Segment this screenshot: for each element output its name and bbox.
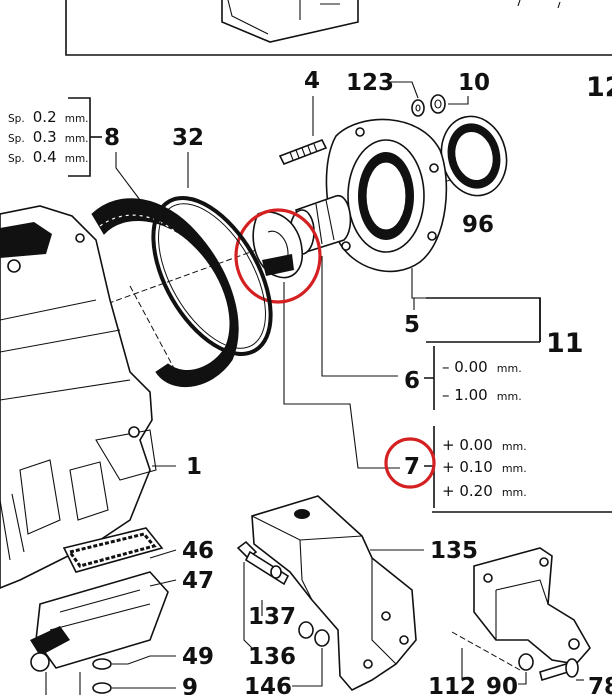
label-136: 136 [248,644,296,670]
label-137: 137 [248,604,296,630]
mount-bracket-135: 135 [251,495,478,691]
shim-7-row-1: + 0.00 mm. [442,435,527,454]
o-ring-32 [151,196,273,356]
label-135: 135 [430,538,478,564]
label-49: 49 [182,644,214,670]
label-123: 123 [346,70,394,96]
cover-flange-5: 5 [325,118,448,338]
bolt-washer-90-78: 90 78 [486,653,612,695]
label-8: 8 [104,125,120,151]
label-12: 12 [586,72,612,103]
shim-6-row-1: – 0.00 mm. [442,357,522,376]
shim-6-row-2: – 1.00 mm. [442,385,522,404]
gasket-8 [91,198,239,388]
label-96: 96 [462,212,494,238]
shim-8-spec: Sp. 0.2 mm. Sp. 0.3 mm. Sp. 0.4 mm. 8 [8,97,141,201]
label-1: 1 [186,454,202,480]
sump-46-47: 46 47 [30,527,214,669]
label-9: 9 [182,675,198,695]
label-90: 90 [486,674,518,695]
label-4: 4 [304,68,320,94]
oil-seal-96: 96 [440,115,508,238]
shim-washer-7: 7 + 0.00 mm. + 0.10 mm. + 0.20 mm. [252,211,527,508]
shim-8-row-3: Sp. 0.4 mm. [8,147,89,166]
highlight-circle-label-7 [384,437,436,489]
label-46: 46 [182,538,214,564]
shim-8-row-2: Sp. 0.3 mm. [8,127,89,146]
drain-plug-49-9: 49 9 [30,644,214,695]
support-bracket-112: 112 [428,547,591,695]
group-11-bracket: 11 [426,297,584,359]
bolts-137-136-146: 137 136 146 [236,540,330,695]
shim-7-row-2: + 0.10 mm. [442,457,527,476]
shim-8-row-1: Sp. 0.2 mm. [8,107,89,126]
label-6: 6 [404,368,420,394]
top-frame: 12 [65,0,612,103]
label-7: 7 [404,454,420,480]
label-112: 112 [428,674,476,695]
washer-nut-123-10: 123 10 [346,70,490,117]
highlight-circle-part-7 [234,208,322,304]
housing-1: 1 [0,205,202,589]
label-47: 47 [182,568,214,594]
shim-7-row-3: + 0.20 mm. [442,481,527,500]
label-146: 146 [244,674,292,695]
stud-4: 4 [278,68,328,166]
label-10: 10 [458,70,490,96]
label-11: 11 [546,328,584,359]
label-5: 5 [404,312,420,338]
label-78: 78 [588,674,612,695]
label-32: 32 [172,125,204,151]
